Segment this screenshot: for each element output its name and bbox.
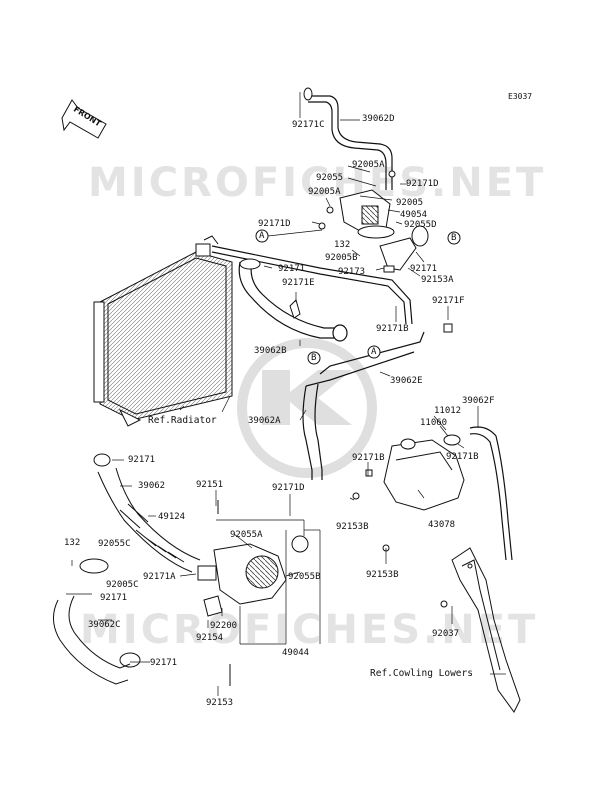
part-label: 92171B bbox=[352, 453, 385, 463]
front-arrow-icon bbox=[61, 99, 107, 139]
connector-b-2: B bbox=[311, 353, 317, 363]
part-label: 49124 bbox=[158, 512, 186, 522]
cowling-bracket bbox=[440, 547, 521, 713]
part-label: 92153B bbox=[336, 522, 369, 532]
part-label: 132 bbox=[334, 240, 351, 250]
part-label: 92171 bbox=[410, 264, 438, 274]
part-label: 92005A bbox=[308, 187, 341, 197]
watermark-bottom: MICROFICHES.NET bbox=[80, 607, 539, 653]
connector-b-1: B bbox=[451, 233, 457, 243]
ref-cowling-label: Ref.Cowling Lowers bbox=[370, 668, 473, 679]
connector-a-1: A bbox=[259, 231, 265, 241]
reserve-tank bbox=[352, 434, 465, 552]
part-label: 92055B bbox=[288, 572, 321, 582]
part-label: 92153 bbox=[206, 698, 234, 708]
part-label: 92171D bbox=[272, 483, 305, 493]
part-label: 92171D bbox=[258, 219, 291, 229]
part-label: 92005 bbox=[396, 198, 424, 208]
part-label: 132 bbox=[64, 538, 81, 548]
part-label: 11060 bbox=[420, 418, 448, 428]
part-label: 92151 bbox=[196, 480, 224, 490]
lower-hose bbox=[53, 467, 201, 685]
part-label: 92005A bbox=[352, 160, 385, 170]
thermostat-housing bbox=[318, 170, 417, 273]
part-label: 39062F bbox=[462, 396, 495, 406]
connector-markers bbox=[255, 229, 461, 365]
part-label: 92055C bbox=[98, 539, 131, 549]
part-label: 92171 bbox=[100, 593, 128, 603]
connector-a-2: A bbox=[371, 347, 377, 357]
part-label: 39062 bbox=[138, 481, 166, 491]
part-label: 92055D bbox=[404, 220, 437, 230]
part-label: 92055A bbox=[230, 530, 263, 540]
part-label: 39062C bbox=[88, 620, 121, 630]
part-label: 92154 bbox=[196, 633, 224, 643]
radiator bbox=[93, 235, 233, 427]
part-label: 39062B bbox=[254, 346, 287, 356]
part-label: 92173 bbox=[338, 267, 366, 277]
part-label: 92005C bbox=[106, 580, 139, 590]
part-label: 92171A bbox=[143, 572, 176, 582]
part-label: 11012 bbox=[434, 406, 462, 416]
hose-clamps bbox=[93, 87, 453, 668]
part-label: 92200 bbox=[210, 621, 238, 631]
watermark-top: MICROFICHES.NET bbox=[88, 160, 547, 206]
part-label: 92153B bbox=[366, 570, 399, 580]
part-label: 39062E bbox=[390, 376, 423, 386]
part-label: 92171F bbox=[432, 296, 465, 306]
water-pump bbox=[197, 500, 287, 686]
part-label: 39062D bbox=[362, 114, 395, 124]
part-label: 92171C bbox=[292, 120, 325, 130]
part-label: 92171 bbox=[150, 658, 178, 668]
part-label: 92005B bbox=[325, 253, 358, 263]
diagram-code: E3037 bbox=[508, 92, 533, 101]
part-label: 92171D bbox=[406, 179, 439, 189]
kawasaki-logo-watermark bbox=[237, 338, 377, 478]
part-label: 92171 bbox=[128, 455, 156, 465]
part-label: 92171 bbox=[278, 264, 306, 274]
part-label: 92153A bbox=[421, 275, 454, 285]
part-label: 43078 bbox=[428, 520, 456, 530]
ref-radiator-label: Ref.Radiator bbox=[148, 415, 217, 426]
part-label: 49044 bbox=[282, 648, 310, 658]
part-label: 92171E bbox=[282, 278, 315, 288]
leader-lines bbox=[66, 92, 506, 696]
part-label: 39062A bbox=[248, 416, 281, 426]
part-label: 92055 bbox=[316, 173, 344, 183]
part-label: 49054 bbox=[400, 210, 428, 220]
part-label: 92171B bbox=[446, 452, 479, 462]
part-label: 92171B bbox=[376, 324, 409, 334]
part-label: 92037 bbox=[432, 629, 460, 639]
